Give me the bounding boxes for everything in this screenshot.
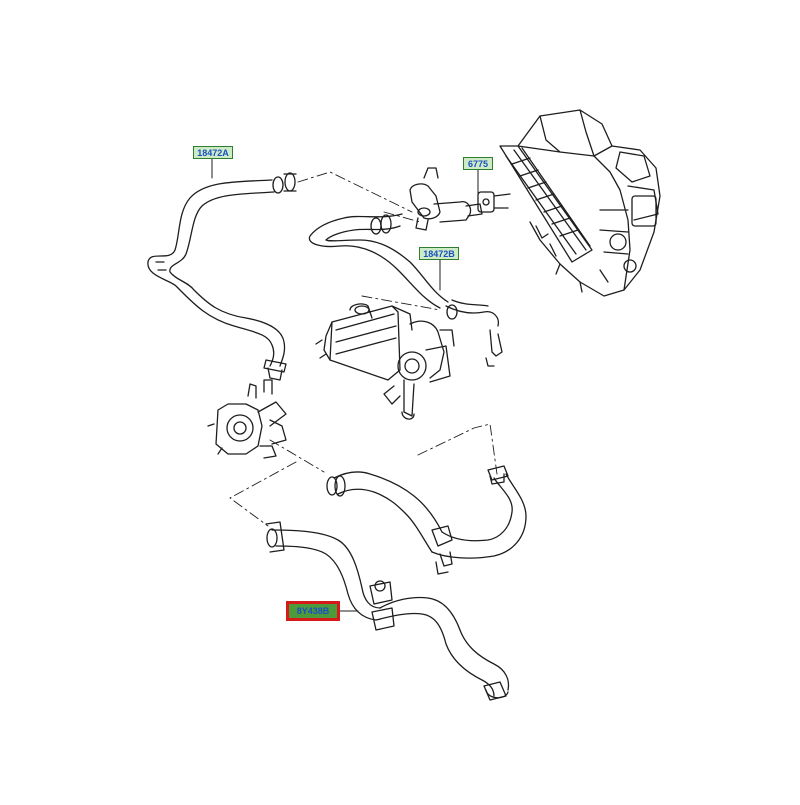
heater-unit [499, 109, 661, 297]
hose-18472b [308, 213, 503, 367]
leader-lines [211, 157, 479, 612]
callout-18472b[interactable]: 18472B [419, 247, 459, 260]
callout-8y438b[interactable]: 8Y438B [286, 601, 340, 621]
hose-lower-upper [326, 465, 527, 575]
callout-18472a[interactable]: 18472A [193, 146, 233, 159]
callout-6775[interactable]: 6775 [463, 157, 493, 170]
guide-lines [229, 171, 498, 527]
thermostat-housing [207, 379, 287, 459]
valve-6775 [409, 167, 511, 231]
hose-18472a [147, 172, 297, 381]
egr-cooler [315, 303, 455, 420]
